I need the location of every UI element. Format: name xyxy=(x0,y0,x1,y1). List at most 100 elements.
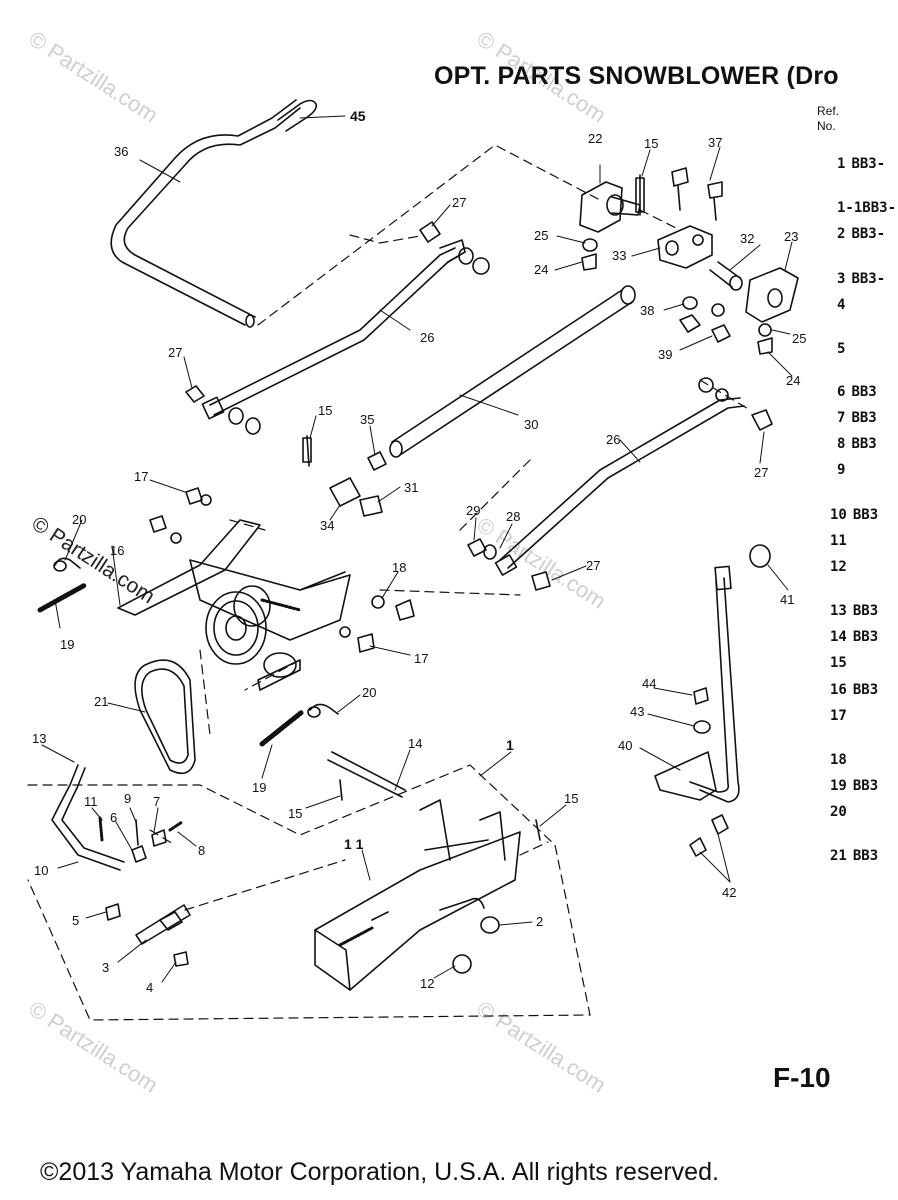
callout-36: 36 xyxy=(114,144,128,159)
ref-num: 2 xyxy=(837,226,846,242)
callout-19: 19 xyxy=(60,637,74,652)
spring-inline xyxy=(260,598,302,612)
callout-labels: 45 36 22 15 37 27 25 24 33 32 23 26 27 3… xyxy=(32,108,806,995)
bolts-37 xyxy=(671,167,723,221)
ref-num: 1 xyxy=(837,156,846,172)
callout-19: 19 xyxy=(252,780,266,795)
ref-header-line1: Ref. xyxy=(817,104,840,118)
nuts-washers-top xyxy=(185,221,490,435)
ref-num: 19 xyxy=(830,778,847,794)
ref-num: 16 xyxy=(830,682,847,698)
callout-22: 22 xyxy=(588,131,602,146)
rod-26-lower xyxy=(494,377,773,576)
callout-28: 28 xyxy=(506,509,520,524)
belt-21 xyxy=(134,659,196,775)
callout-27: 27 xyxy=(754,465,768,480)
ref-code: BB3 xyxy=(852,682,879,698)
callout-17: 17 xyxy=(414,651,428,666)
ref-row: 5 xyxy=(837,341,851,357)
ref-row: 19 BB3 xyxy=(830,778,878,794)
bracket-23 xyxy=(745,267,799,323)
lock-pin-2 xyxy=(439,897,500,934)
ref-row: 18 xyxy=(830,752,853,768)
ref-num: 6 xyxy=(837,384,846,400)
callout-29: 29 xyxy=(466,503,480,518)
diagram-title: OPT. PARTS SNOWBLOWER (Dro xyxy=(434,62,839,90)
hook-20-left xyxy=(53,557,81,572)
ref-num: 7 xyxy=(837,410,846,426)
callout-24: 24 xyxy=(786,373,800,388)
callout-16: 16 xyxy=(110,543,124,558)
figure-id: F-10 xyxy=(773,1062,831,1093)
ref-num: 11 xyxy=(830,533,847,549)
callout-13: 13 xyxy=(32,731,46,746)
ref-code: BB3 xyxy=(851,384,877,400)
ref-num: 12 xyxy=(830,559,847,575)
ref-code: BB3 xyxy=(852,507,879,523)
spring-19-left xyxy=(37,582,88,613)
ref-row: 6 BB3 xyxy=(837,384,877,400)
callout-27: 27 xyxy=(168,345,182,360)
ref-num: 17 xyxy=(830,708,847,724)
shaft-14 xyxy=(327,751,406,798)
ref-num: 18 xyxy=(830,752,847,768)
handle-bar-36 xyxy=(110,99,318,328)
callout-15: 15 xyxy=(288,806,302,821)
callout-34: 34 xyxy=(320,518,334,533)
ref-num: 8 xyxy=(837,436,846,452)
callout-26: 26 xyxy=(606,432,620,447)
ref-num: 20 xyxy=(830,804,847,820)
callout-25: 25 xyxy=(792,331,806,346)
ref-code: BB3 xyxy=(852,778,879,794)
callout-12: 12 xyxy=(420,976,434,991)
callout-17: 17 xyxy=(134,469,148,484)
block-33 xyxy=(657,225,713,269)
cap-12 xyxy=(452,954,472,974)
ref-row: 1-1BB3- xyxy=(837,200,896,216)
bracket-22 xyxy=(579,181,641,233)
ref-row: 4 xyxy=(837,297,851,313)
chute-1 xyxy=(314,799,521,991)
pins-15 xyxy=(339,779,541,841)
callout-8: 8 xyxy=(198,843,205,858)
ref-num: 3 xyxy=(837,271,846,287)
callout-30: 30 xyxy=(524,417,538,432)
callout-20: 20 xyxy=(362,685,376,700)
ref-code: BB3- xyxy=(851,226,886,242)
nuts-38-39 xyxy=(679,296,731,343)
ref-code: BB3 xyxy=(852,629,879,645)
bracket-20 xyxy=(257,652,301,691)
ref-row: 20 xyxy=(830,804,853,820)
pin-15-top xyxy=(635,174,645,216)
callout-43: 43 xyxy=(630,704,644,719)
rod-10-13 xyxy=(51,764,125,871)
lever-41 xyxy=(689,544,771,803)
callout-2: 2 xyxy=(536,914,543,929)
washer-bolt-25-24-right xyxy=(757,323,773,355)
ref-code: BB3 xyxy=(852,603,879,619)
callout-20: 20 xyxy=(72,512,86,527)
callout-23: 23 xyxy=(784,229,798,244)
ref-code: BB3- xyxy=(851,156,886,172)
ref-table-header: Ref. No. xyxy=(817,104,839,134)
callout-3: 3 xyxy=(102,960,109,975)
ref-row: 15 xyxy=(830,655,853,671)
callout-35: 35 xyxy=(360,412,374,427)
callout-7: 7 xyxy=(153,794,160,809)
nuts-42-43-44 xyxy=(689,687,729,857)
callout-5: 5 xyxy=(72,913,79,928)
ref-row: 17 xyxy=(830,708,853,724)
callout-15: 15 xyxy=(318,403,332,418)
ref-row: 12 xyxy=(830,559,853,575)
callout-10: 10 xyxy=(34,863,48,878)
callout-45: 45 xyxy=(350,108,366,124)
callout-37: 37 xyxy=(708,135,722,150)
leader-lines xyxy=(41,115,793,983)
ref-num: 21 xyxy=(830,848,847,864)
